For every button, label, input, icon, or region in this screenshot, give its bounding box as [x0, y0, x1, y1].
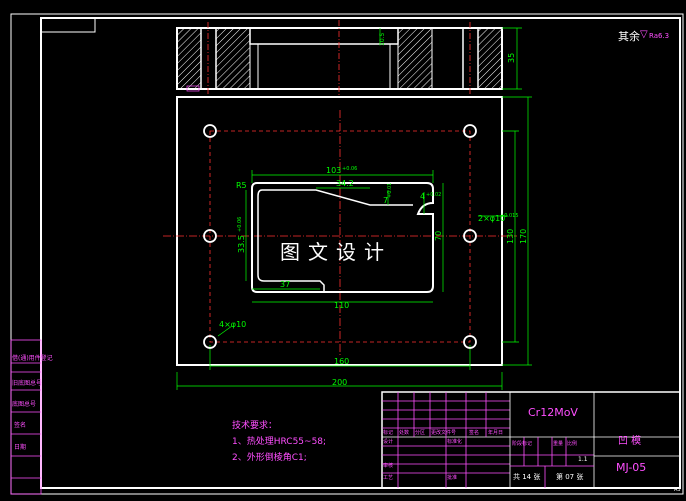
dim-160: 160	[334, 357, 349, 366]
corner-mark: A3	[674, 487, 681, 493]
binding-strip	[10, 339, 42, 495]
dim-34: 34.2	[336, 179, 354, 188]
dim-170: 170	[519, 229, 528, 244]
tb-label-ratio: 比例	[567, 441, 578, 447]
tb-label-count: 处数	[399, 430, 410, 436]
tech-req-line2: 2、外形倒棱角C1;	[232, 453, 307, 463]
tb-label-change: 更改文件号	[431, 430, 457, 436]
dim-200: 200	[332, 378, 347, 387]
hole-top-right	[463, 124, 477, 138]
plan-view	[163, 96, 532, 390]
hole-top-left	[203, 124, 217, 138]
frame-corner-box	[40, 17, 96, 33]
roughness-symbol: ▽	[640, 29, 648, 40]
hole-mid-right	[463, 229, 477, 243]
side-label-old-base: 旧底图总号	[12, 380, 43, 387]
dim-top-height: 35	[507, 53, 516, 63]
tb-label-design: 设计	[383, 439, 394, 445]
tb-label-review: 审核	[383, 463, 394, 469]
dim-r5: R5	[236, 181, 247, 190]
tb-label-standardize: 标准化	[447, 439, 463, 445]
dim-slot-width: 103	[326, 166, 341, 175]
hole-mid-left	[203, 229, 217, 243]
title-block-grid	[381, 391, 681, 489]
scale-value: 1.1	[578, 456, 588, 463]
dim-37: 37	[280, 280, 290, 289]
sheet-frame	[40, 17, 681, 489]
dim-7: 7	[383, 196, 388, 205]
sheet-outer-border	[10, 13, 684, 495]
hole-bottom-right	[463, 335, 477, 349]
hole-bottom-left	[203, 335, 217, 349]
drawing-number: MJ-05	[616, 461, 647, 474]
dim-110: 110	[334, 301, 349, 310]
dim-hole-pair-tol: +0.015	[500, 213, 519, 219]
tb-label-weight: 重量	[553, 441, 564, 447]
tb-label-zone: 分区	[415, 430, 426, 436]
tb-label-mark: 标记	[383, 430, 394, 436]
hole-marks	[203, 124, 477, 349]
tech-requirements: 技术要求： 1、热处理HRC55~58; 2、外形倒棱角C1;	[232, 418, 326, 463]
dim-7-tol: +0.01	[387, 183, 393, 198]
dim-33: 33.5	[237, 235, 246, 253]
dim-top-small: 10.5	[379, 32, 386, 46]
dim-hole-pair: 2×φ10	[478, 214, 505, 223]
tb-label-stage: 阶段标记	[512, 441, 533, 447]
side-label-base: 底图总号	[12, 401, 37, 408]
tech-req-line1: 1、热处理HRC55~58;	[232, 437, 327, 447]
tb-label-date: 年月日	[488, 430, 504, 436]
dim-4-tol: +0.02	[426, 192, 441, 198]
tb-label-sign: 签名	[469, 430, 480, 436]
sheet-number: 第 07 张	[556, 473, 584, 481]
dim-holes4: 4×φ10	[219, 320, 246, 329]
dim-slot-tol: +0.06	[342, 166, 357, 172]
part-name: 凹 模	[618, 436, 642, 447]
material-label: Cr12MoV	[528, 406, 578, 419]
tech-req-title: 技术要求：	[232, 421, 278, 431]
roughness-note: 其余	[618, 30, 640, 43]
side-label-sign: 签名	[14, 422, 27, 429]
sheets-total: 共 14 张	[513, 473, 541, 481]
roughness-value: Ra6.3	[649, 32, 670, 40]
side-label-date: 日期	[14, 444, 27, 451]
dim-4: 4	[420, 192, 425, 201]
side-label-borrowed: 借(通)用件登记	[12, 355, 53, 362]
tb-label-approve: 批准	[447, 475, 458, 481]
watermark-text: 图文设计	[280, 240, 392, 264]
tb-label-process: 工艺	[383, 475, 394, 481]
dim-70: 70	[434, 231, 443, 241]
dim-33-tol: +0.06	[237, 217, 243, 232]
section-view	[176, 20, 522, 95]
dim-130: 130	[506, 229, 515, 244]
